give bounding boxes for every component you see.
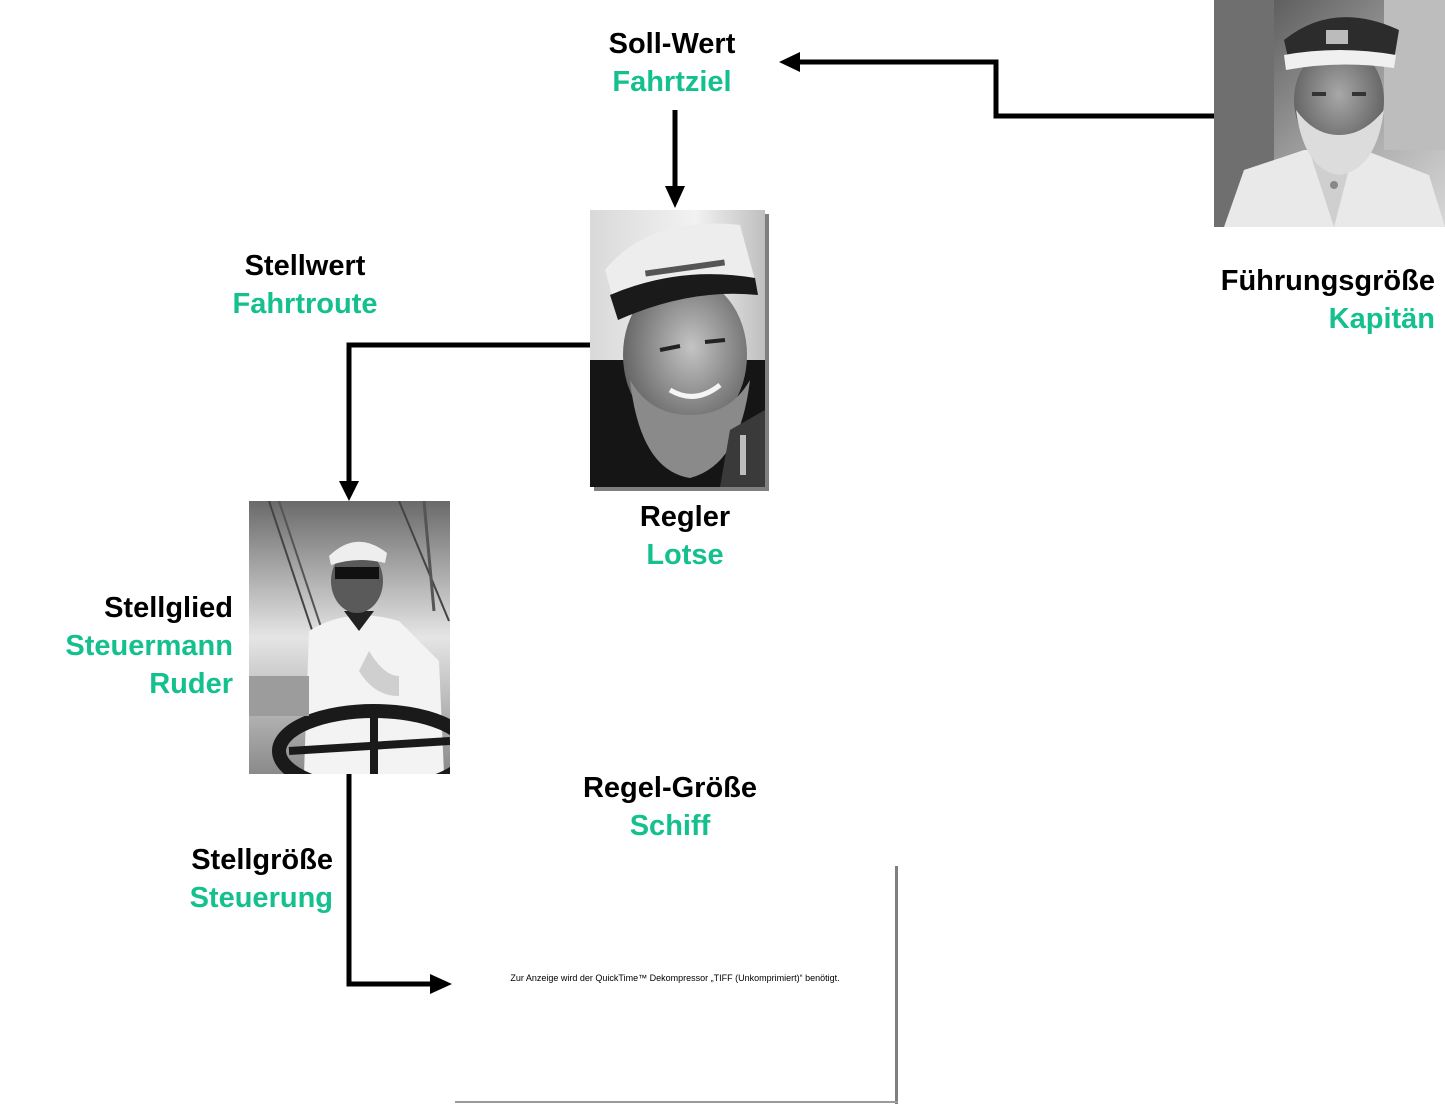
placeholder-shadow-bottom	[455, 1101, 898, 1103]
regler-role: Regler	[639, 501, 731, 533]
stellglied-meaning-ruder: Ruder	[149, 668, 233, 700]
regelgroesse-meaning: Schiff	[629, 810, 711, 842]
schiff-image-placeholder: Zur Anzeige wird der QuickTime™ Dekompre…	[455, 866, 895, 1102]
stellwert-meaning: Fahrtroute	[232, 288, 378, 320]
stellwert-label: Stellwert Fahrtroute	[195, 247, 415, 323]
arrow-regler-to-stellglied	[346, 342, 590, 482]
sollwert-label: Soll-Wert Fahrtziel	[572, 25, 772, 101]
sollwert-role: Soll-Wert	[608, 28, 736, 60]
kapitaen-photo	[1214, 0, 1445, 227]
placeholder-shadow-right	[895, 866, 898, 1104]
quicktime-decompressor-message: Zur Anzeige wird der QuickTime™ Dekompre…	[510, 973, 840, 983]
lotse-photo	[590, 210, 765, 487]
stellgroesse-role: Stellgröße	[191, 844, 333, 876]
arrowhead-sollwert	[779, 52, 800, 72]
regler-label: Regler Lotse	[585, 498, 785, 574]
arrowhead-schiff	[430, 974, 452, 994]
stellglied-label: Stellglied Steuermann Ruder	[0, 589, 233, 703]
stellgroesse-label: Stellgröße Steuerung	[100, 841, 333, 917]
regelgroesse-role: Regel-Größe	[582, 772, 758, 804]
stellwert-role: Stellwert	[244, 250, 366, 282]
stellglied-meaning-steuermann: Steuermann	[65, 630, 233, 662]
arrowhead-stellglied	[339, 481, 359, 501]
fuehrungsgroesse-role: Führungsgröße	[1220, 265, 1435, 297]
arrowhead-regler	[665, 186, 685, 208]
regelgroesse-label: Regel-Größe Schiff	[540, 769, 800, 845]
arrow-stellglied-to-schiff	[346, 774, 432, 987]
fuehrungsgroesse-label: Führungsgröße Kapitän	[1120, 262, 1435, 338]
sollwert-meaning: Fahrtziel	[612, 66, 732, 98]
arrow-kapitaen-to-sollwert	[800, 59, 1214, 119]
fuehrungsgroesse-meaning: Kapitän	[1328, 303, 1435, 335]
stellgroesse-meaning: Steuerung	[189, 882, 333, 914]
regler-meaning: Lotse	[646, 539, 724, 571]
steuermann-photo	[249, 501, 450, 774]
stellglied-role: Stellglied	[104, 592, 233, 624]
